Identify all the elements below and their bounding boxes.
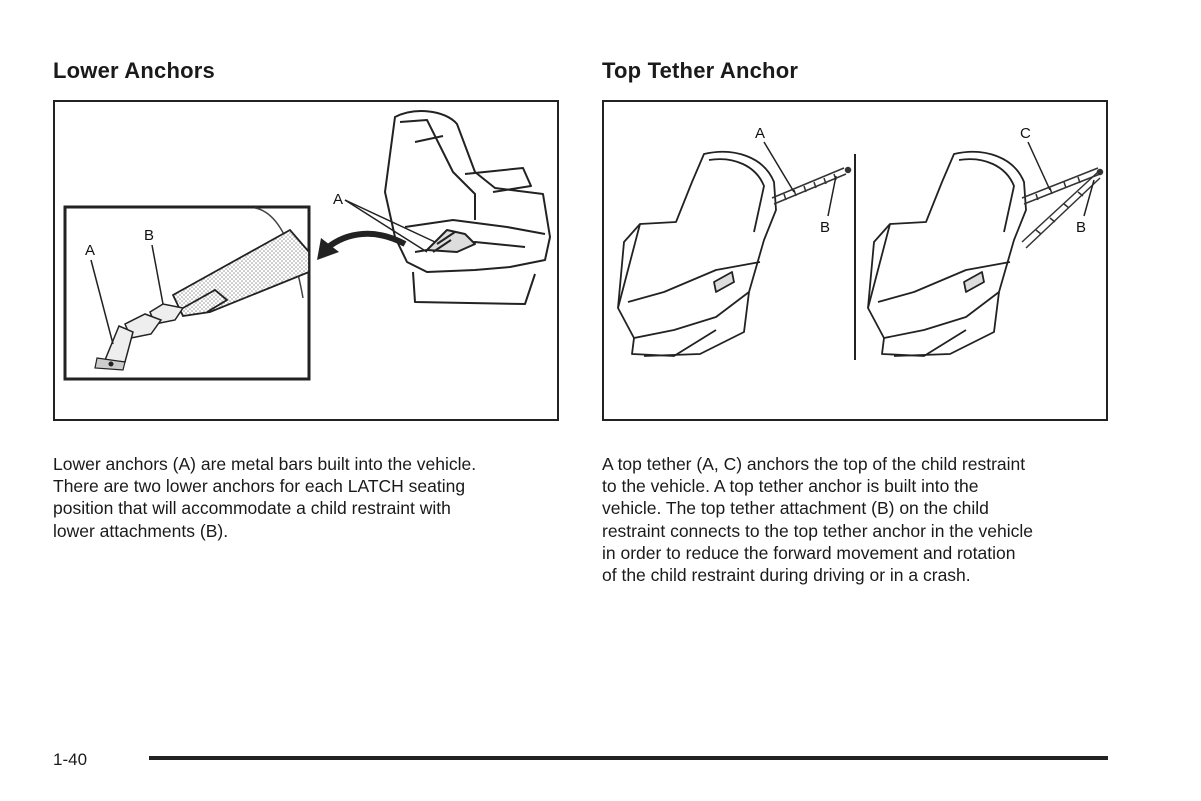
top-tether-anchor-heading: Top Tether Anchor [602, 58, 799, 83]
vehicle-seat-drawing [384, 110, 551, 305]
text-line: of the child restraint during driving or… [602, 565, 971, 586]
text-line: lower attachments (B). [53, 520, 229, 541]
top-tether-description: A top tether (A, C) anchors the top of t… [602, 453, 1108, 586]
inset-anchor-label: A [85, 242, 95, 259]
top-tether-illustration: A B [617, 125, 1104, 360]
footer-rule [149, 756, 1108, 760]
text-line: Lower anchors (A) are metal bars built i… [53, 454, 477, 474]
lower-anchors-description: Lower anchors (A) are metal bars built i… [53, 453, 559, 542]
tether-label-a: A [755, 125, 765, 142]
text-line: vehicle. The top tether attachment (B) o… [602, 498, 989, 519]
seat-anchor-label: A [333, 191, 343, 208]
attachment-label-b-left: B [820, 219, 830, 236]
child-seat-single-tether [617, 150, 777, 357]
curved-arrow-icon [317, 230, 407, 260]
text-line: A top tether (A, C) anchors the top of t… [602, 454, 1026, 474]
inset-attachment-label: B [144, 227, 154, 244]
top-tether-figure: A B [602, 100, 1108, 421]
attachment-label-b-right: B [1076, 219, 1086, 236]
tether-label-c: C [1020, 125, 1031, 142]
text-line: restraint connects to the top tether anc… [602, 520, 1033, 541]
text-line: in order to reduce the forward movement … [602, 542, 1016, 563]
lower-anchors-illustration: A A B [63, 110, 551, 381]
page-number: 1-40 [53, 750, 88, 769]
anchor-detail-inset [63, 205, 311, 381]
text-line: to the vehicle. A top tether anchor is b… [602, 476, 979, 497]
tether-strap-single [771, 166, 852, 205]
tether-strap-double [1021, 167, 1104, 249]
child-seat-double-tether [867, 150, 1027, 357]
text-line: There are two lower anchors for each LAT… [53, 476, 466, 497]
lower-anchors-figure: A A B [53, 100, 559, 421]
text-line: position that will accommodate a child r… [53, 498, 451, 519]
lower-anchors-heading: Lower Anchors [53, 58, 215, 83]
